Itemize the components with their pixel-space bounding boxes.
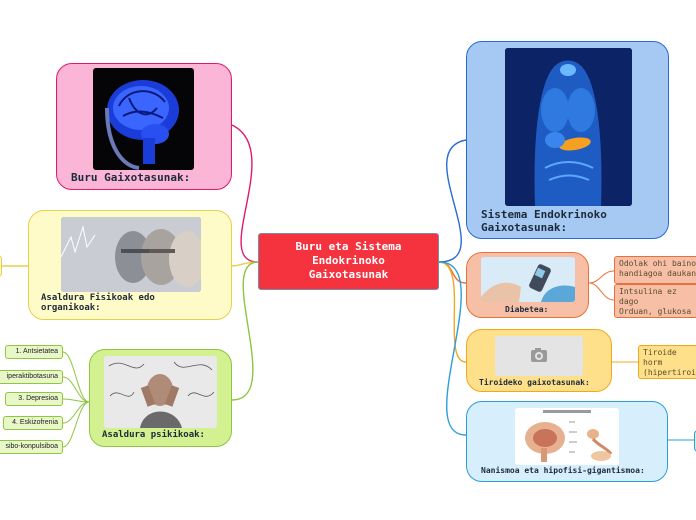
aging-faces-image xyxy=(61,217,201,292)
connector-buru xyxy=(231,124,259,263)
stressed-man-image xyxy=(104,356,217,428)
node-tiroideko-gaixotasunak[interactable]: Tiroideko gaixotasunak: xyxy=(466,329,612,392)
asaldura-psikikoak-label: Asaldura psikikoak: xyxy=(102,430,205,440)
psikikoak-item-obsesibo-konpulsiboa[interactable]: sibo-konpulsiboa xyxy=(0,440,63,454)
glucose-meter-image xyxy=(481,257,575,302)
hypophysis-diagram-image xyxy=(515,408,619,465)
connector-nanismoa xyxy=(438,261,467,436)
fisikoak-stub[interactable] xyxy=(0,255,2,277)
diabetea-note-2[interactable]: Intsulina ez dago Orduan, glukosa g daud… xyxy=(614,284,696,318)
node-asaldura-fisikoak[interactable]: Asaldura Fisikoak edo organikoak: xyxy=(28,210,232,320)
central-topic[interactable]: Buru eta Sistema Endokrinoko Gaixotasuna… xyxy=(258,233,439,290)
endocrine-body-image xyxy=(505,48,632,206)
camera-placeholder-icon xyxy=(495,336,583,376)
buru-gaixotasunak-label: Buru Gaixotasunak: xyxy=(71,171,191,184)
node-nanismoa[interactable]: Nanismoa eta hipofisi-gigantismoa: xyxy=(466,401,668,482)
node-buru-gaixotasunak[interactable]: Buru Gaixotasunak: xyxy=(56,63,232,190)
central-topic-title: Buru eta Sistema Endokrinoko Gaixotasuna… xyxy=(295,240,402,281)
tiroide-note[interactable]: Tiroide horm (hipertiroid (hipotiroidi xyxy=(638,345,696,379)
diabetea-note-1[interactable]: Odolak ohi baino handiagoa daukan xyxy=(614,256,696,284)
asaldura-fisikoak-label: Asaldura Fisikoak edo organikoak: xyxy=(41,293,155,314)
psikikoak-item-hiperaktibotasuna[interactable]: iperaktibotasuna xyxy=(0,370,63,384)
psikikoak-item-depresioa[interactable]: 3. Depresioa xyxy=(5,392,63,406)
node-sistema-endokrinoko[interactable]: Sistema Endokrinoko Gaixotasunak: xyxy=(466,41,669,239)
node-asaldura-psikikoak[interactable]: Asaldura psikikoak: xyxy=(89,349,232,447)
sistema-endokrinoko-label: Sistema Endokrinoko Gaixotasunak: xyxy=(481,208,607,234)
psikikoak-item-eskizofrenia[interactable]: 4. Eskizofrenia xyxy=(3,416,63,430)
brain-mri-image xyxy=(93,68,194,170)
tiroideko-gaixotasunak-label: Tiroideko gaixotasunak: xyxy=(479,378,590,387)
connector-sistema xyxy=(438,139,467,263)
connector-psikikoak xyxy=(231,261,259,401)
psikikoak-item-antsietatea[interactable]: 1. Antsietatea xyxy=(5,345,63,359)
connector-tiroide xyxy=(438,261,467,363)
nanismoa-label: Nanismoa eta hipofisi-gigantismoa: xyxy=(481,466,645,475)
diabetea-label: Diabetea: xyxy=(505,305,549,314)
node-diabetea[interactable]: Diabetea: xyxy=(466,252,589,318)
